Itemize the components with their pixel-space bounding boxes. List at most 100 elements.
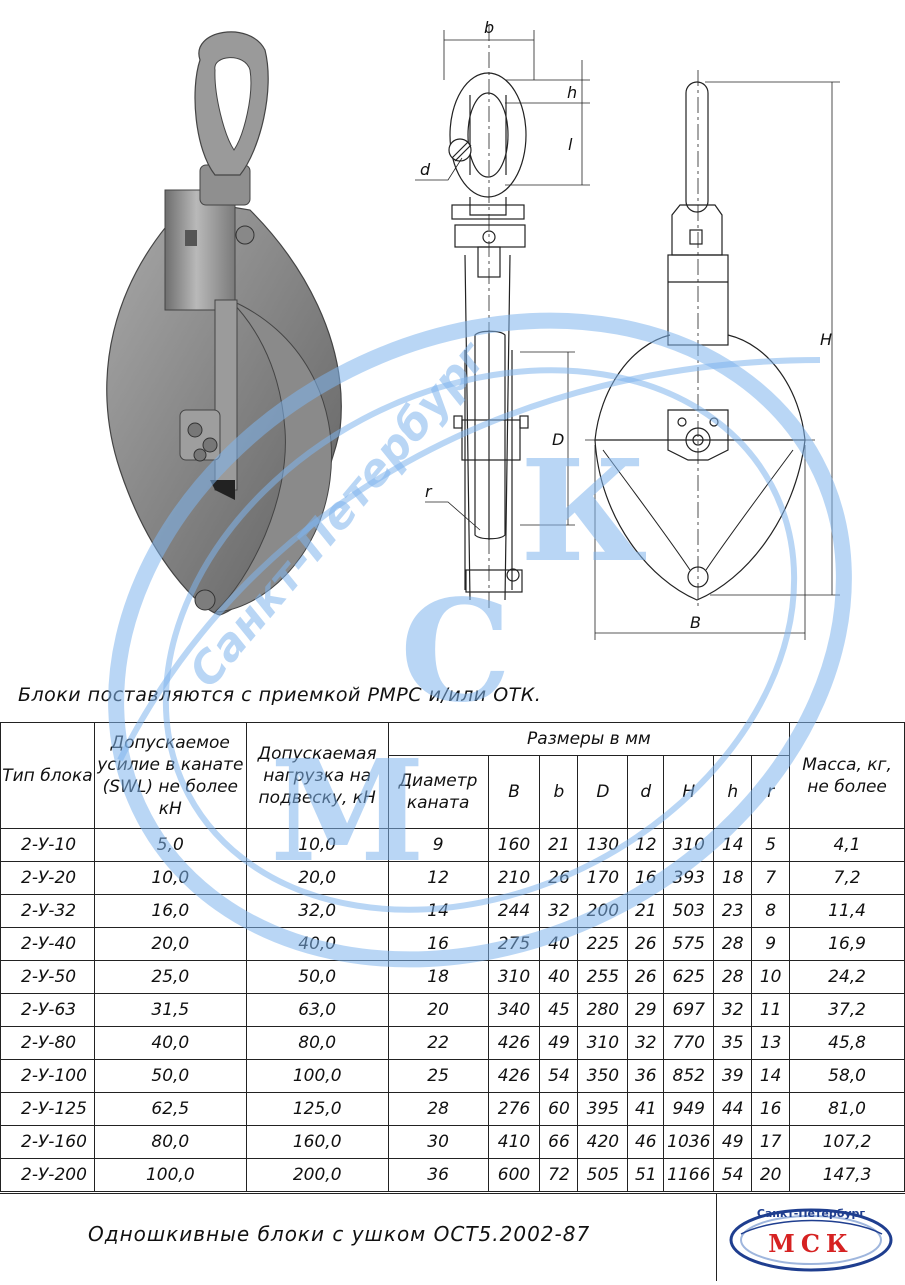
cell-r: 17 — [751, 1125, 791, 1159]
dim-label-H: H — [820, 330, 832, 349]
company-logo-box: Санкт-Петербург МСК — [716, 1194, 905, 1281]
cell-type: 2-У-10 — [0, 828, 95, 862]
cell-type: 2-У-80 — [0, 1026, 95, 1060]
cell-r: 7 — [751, 861, 791, 895]
cell-H: 393 — [663, 861, 715, 895]
cell-mass: 37,2 — [789, 993, 905, 1027]
cell-B: 276 — [487, 1092, 541, 1126]
cell-D: 280 — [577, 993, 629, 1027]
cell-mass: 81,0 — [789, 1092, 905, 1126]
cell-D: 310 — [577, 1026, 629, 1060]
cell-D: 255 — [577, 960, 629, 994]
cell-type: 2-У-50 — [0, 960, 95, 994]
cell-load: 80,0 — [245, 1026, 389, 1060]
cell-H: 575 — [663, 927, 715, 961]
cell-swl: 62,5 — [93, 1092, 247, 1126]
cell-B: 160 — [487, 828, 541, 862]
header-H: H — [663, 755, 715, 829]
cell-rope-diameter: 30 — [387, 1125, 489, 1159]
cell-mass: 24,2 — [789, 960, 905, 994]
cell-H: 503 — [663, 894, 715, 928]
cell-mass: 107,2 — [789, 1125, 905, 1159]
header-b: b — [539, 755, 579, 829]
cell-H: 852 — [663, 1059, 715, 1093]
cell-type: 2-У-63 — [0, 993, 95, 1027]
cell-swl: 31,5 — [93, 993, 247, 1027]
cell-h: 54 — [713, 1158, 753, 1192]
cell-h: 32 — [713, 993, 753, 1027]
header-h: h — [713, 755, 753, 829]
cell-r: 9 — [751, 927, 791, 961]
header-swl: Допускаемое усилие в канате (SWL) не бол… — [93, 722, 247, 829]
cell-H: 949 — [663, 1092, 715, 1126]
cell-b: 40 — [539, 960, 579, 994]
cell-B: 275 — [487, 927, 541, 961]
cell-b: 66 — [539, 1125, 579, 1159]
cell-type: 2-У-125 — [0, 1092, 95, 1126]
footer: Одношкивные блоки с ушком ОСТ5.2002-87 С… — [0, 1193, 905, 1281]
cell-swl: 10,0 — [93, 861, 247, 895]
cell-load: 40,0 — [245, 927, 389, 961]
cell-b: 49 — [539, 1026, 579, 1060]
header-D: D — [577, 755, 629, 829]
cell-load: 10,0 — [245, 828, 389, 862]
cell-b: 60 — [539, 1092, 579, 1126]
cell-rope-diameter: 12 — [387, 861, 489, 895]
cell-H: 1036 — [663, 1125, 715, 1159]
cell-swl: 5,0 — [93, 828, 247, 862]
cell-swl: 50,0 — [93, 1059, 247, 1093]
cell-d: 51 — [627, 1158, 665, 1192]
cell-D: 130 — [577, 828, 629, 862]
cell-H: 697 — [663, 993, 715, 1027]
cell-d: 12 — [627, 828, 665, 862]
cell-d: 26 — [627, 960, 665, 994]
cell-type: 2-У-100 — [0, 1059, 95, 1093]
cell-rope-diameter: 16 — [387, 927, 489, 961]
dim-label-b: b — [484, 18, 494, 37]
block-drawing: b h l d D r H B — [106, 18, 840, 640]
cell-h: 39 — [713, 1059, 753, 1093]
cell-D: 420 — [577, 1125, 629, 1159]
cell-b: 54 — [539, 1059, 579, 1093]
cell-mass: 4,1 — [789, 828, 905, 862]
cell-swl: 20,0 — [93, 927, 247, 961]
header-load: Допускаемая нагрузка на подвеску, кН — [245, 722, 389, 829]
cell-swl: 80,0 — [93, 1125, 247, 1159]
cell-b: 32 — [539, 894, 579, 928]
logo-main-text: МСК — [768, 1229, 854, 1258]
cell-load: 200,0 — [245, 1158, 389, 1192]
cell-h: 44 — [713, 1092, 753, 1126]
dim-label-B: B — [690, 613, 701, 632]
logo-city-text: Санкт-Петербург — [757, 1207, 866, 1220]
cell-d: 36 — [627, 1059, 665, 1093]
cell-B: 210 — [487, 861, 541, 895]
cell-swl: 40,0 — [93, 1026, 247, 1060]
cell-type: 2-У-40 — [0, 927, 95, 961]
cell-r: 8 — [751, 894, 791, 928]
cell-r: 5 — [751, 828, 791, 862]
cell-rope-diameter: 18 — [387, 960, 489, 994]
cell-load: 63,0 — [245, 993, 389, 1027]
cell-r: 11 — [751, 993, 791, 1027]
cell-type: 2-У-20 — [0, 861, 95, 895]
cell-B: 310 — [487, 960, 541, 994]
cell-mass: 58,0 — [789, 1059, 905, 1093]
cell-mass: 45,8 — [789, 1026, 905, 1060]
cell-d: 21 — [627, 894, 665, 928]
cell-h: 28 — [713, 927, 753, 961]
cell-mass: 147,3 — [789, 1158, 905, 1192]
cell-B: 600 — [487, 1158, 541, 1192]
cell-load: 20,0 — [245, 861, 389, 895]
cell-h: 14 — [713, 828, 753, 862]
cell-B: 426 — [487, 1059, 541, 1093]
cell-B: 410 — [487, 1125, 541, 1159]
header-type: Тип блока — [0, 722, 95, 829]
cell-H: 1166 — [663, 1158, 715, 1192]
